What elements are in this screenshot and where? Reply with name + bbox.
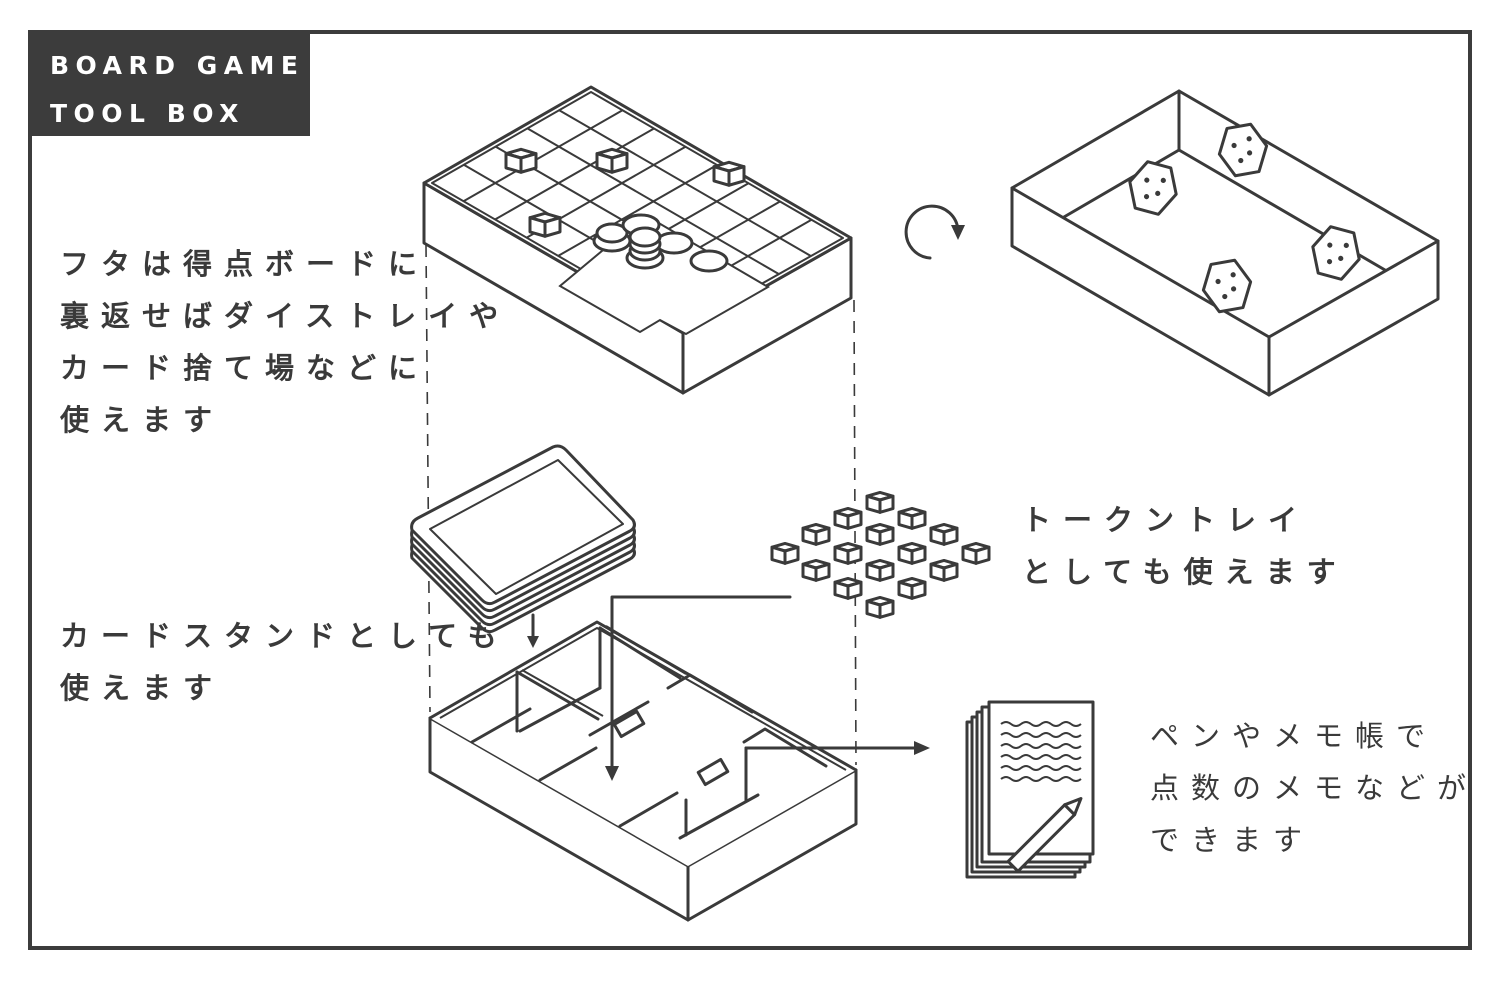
memo-line (1000, 721, 1082, 727)
pencil-icon (1006, 796, 1083, 873)
title-line-1: BOARD GAME (50, 51, 305, 80)
memo-arrow-head (914, 741, 930, 755)
token-cube (961, 541, 991, 565)
die-icon (1201, 258, 1253, 314)
title-banner: BOARD GAME TOOL BOX (28, 30, 310, 136)
card-face (429, 459, 624, 595)
token-cube (897, 541, 927, 565)
memo-pad-with-pencil (965, 700, 1095, 879)
caption-card-stand: カードスタンドとしても 使えます (60, 610, 509, 714)
tray-rim-back (1010, 89, 1440, 243)
connector-arrows-over (605, 595, 930, 781)
caption-memo-line: できます (1150, 823, 1315, 857)
token-cube (865, 522, 895, 546)
memo-line (1000, 776, 1082, 782)
memo-line (1000, 732, 1082, 738)
caption-memo-line: ペンやメモ帳で (1150, 719, 1438, 753)
token-cube (929, 558, 959, 582)
game-cube (712, 160, 746, 187)
score-board-lid (422, 85, 853, 395)
card (410, 444, 636, 606)
caption-token-line: としても使えます (1022, 555, 1348, 589)
token-cube (833, 576, 863, 600)
caption-token-tray: トークントレイ としても使えます (1022, 494, 1348, 598)
guide-line-left (425, 244, 431, 713)
guide-line-right (853, 299, 857, 766)
caption-memo-line: 点数のメモなどが (1150, 771, 1479, 805)
grid-line (557, 164, 718, 257)
caption-lid-line: フタは得点ボードに (60, 247, 430, 281)
guide-lines (425, 244, 857, 766)
connector-arrows (527, 613, 539, 648)
token-cubes (770, 490, 991, 619)
token-cube (897, 506, 927, 530)
token-cube (833, 506, 863, 530)
caption-lid-line: カード捨て場などに (60, 351, 430, 385)
grid-line (463, 109, 623, 203)
game-cube (504, 147, 538, 174)
game-cube (595, 147, 629, 174)
memo-line (1000, 765, 1082, 771)
memo-line (1000, 754, 1082, 760)
card-arrow-head (527, 636, 539, 648)
game-cube (528, 211, 562, 238)
lid-game-cubes (504, 147, 746, 238)
diagram-frame (28, 30, 1472, 950)
token-cube (770, 541, 800, 565)
token-cube (865, 595, 895, 619)
token-cube (865, 558, 895, 582)
token-arrow-line (610, 595, 792, 772)
lid-chips (592, 213, 729, 273)
caption-card-line: カードスタンドとしても (60, 619, 509, 653)
rotate-arrow-icon (904, 204, 965, 260)
tray-front-right (1267, 239, 1440, 397)
caption-lid: フタは得点ボードに 裏返せばダイストレイや カード捨て場などに 使えます (60, 238, 510, 446)
caption-memo: ペンやメモ帳で 点数のメモなどが できます (1150, 710, 1478, 866)
caption-card-line: 使えます (60, 671, 225, 705)
token-cube (865, 490, 895, 514)
token-cube (929, 522, 959, 546)
die-icon (1217, 122, 1269, 178)
caption-token-line: トークントレイ (1022, 503, 1310, 537)
title-line-2: TOOL BOX (50, 99, 245, 128)
token-cube (801, 522, 831, 546)
caption-lid-line: 裏返せばダイストレイや (60, 299, 511, 333)
divided-storage-box (428, 620, 858, 922)
grid-line (494, 127, 655, 221)
memo-text-lines (1000, 721, 1082, 782)
token-cube (801, 558, 831, 582)
token-cube (897, 576, 927, 600)
token-cube (833, 541, 863, 565)
card-stack (410, 444, 636, 634)
tray-floor-back (1062, 148, 1387, 272)
caption-lid-line: 使えます (60, 403, 225, 437)
dice (1128, 122, 1361, 314)
die-icon (1311, 225, 1361, 281)
die-icon (1128, 160, 1178, 216)
flipped-lid-dice-tray (1010, 89, 1440, 397)
token-arrow-head (605, 766, 619, 781)
memo-line (1000, 743, 1082, 749)
